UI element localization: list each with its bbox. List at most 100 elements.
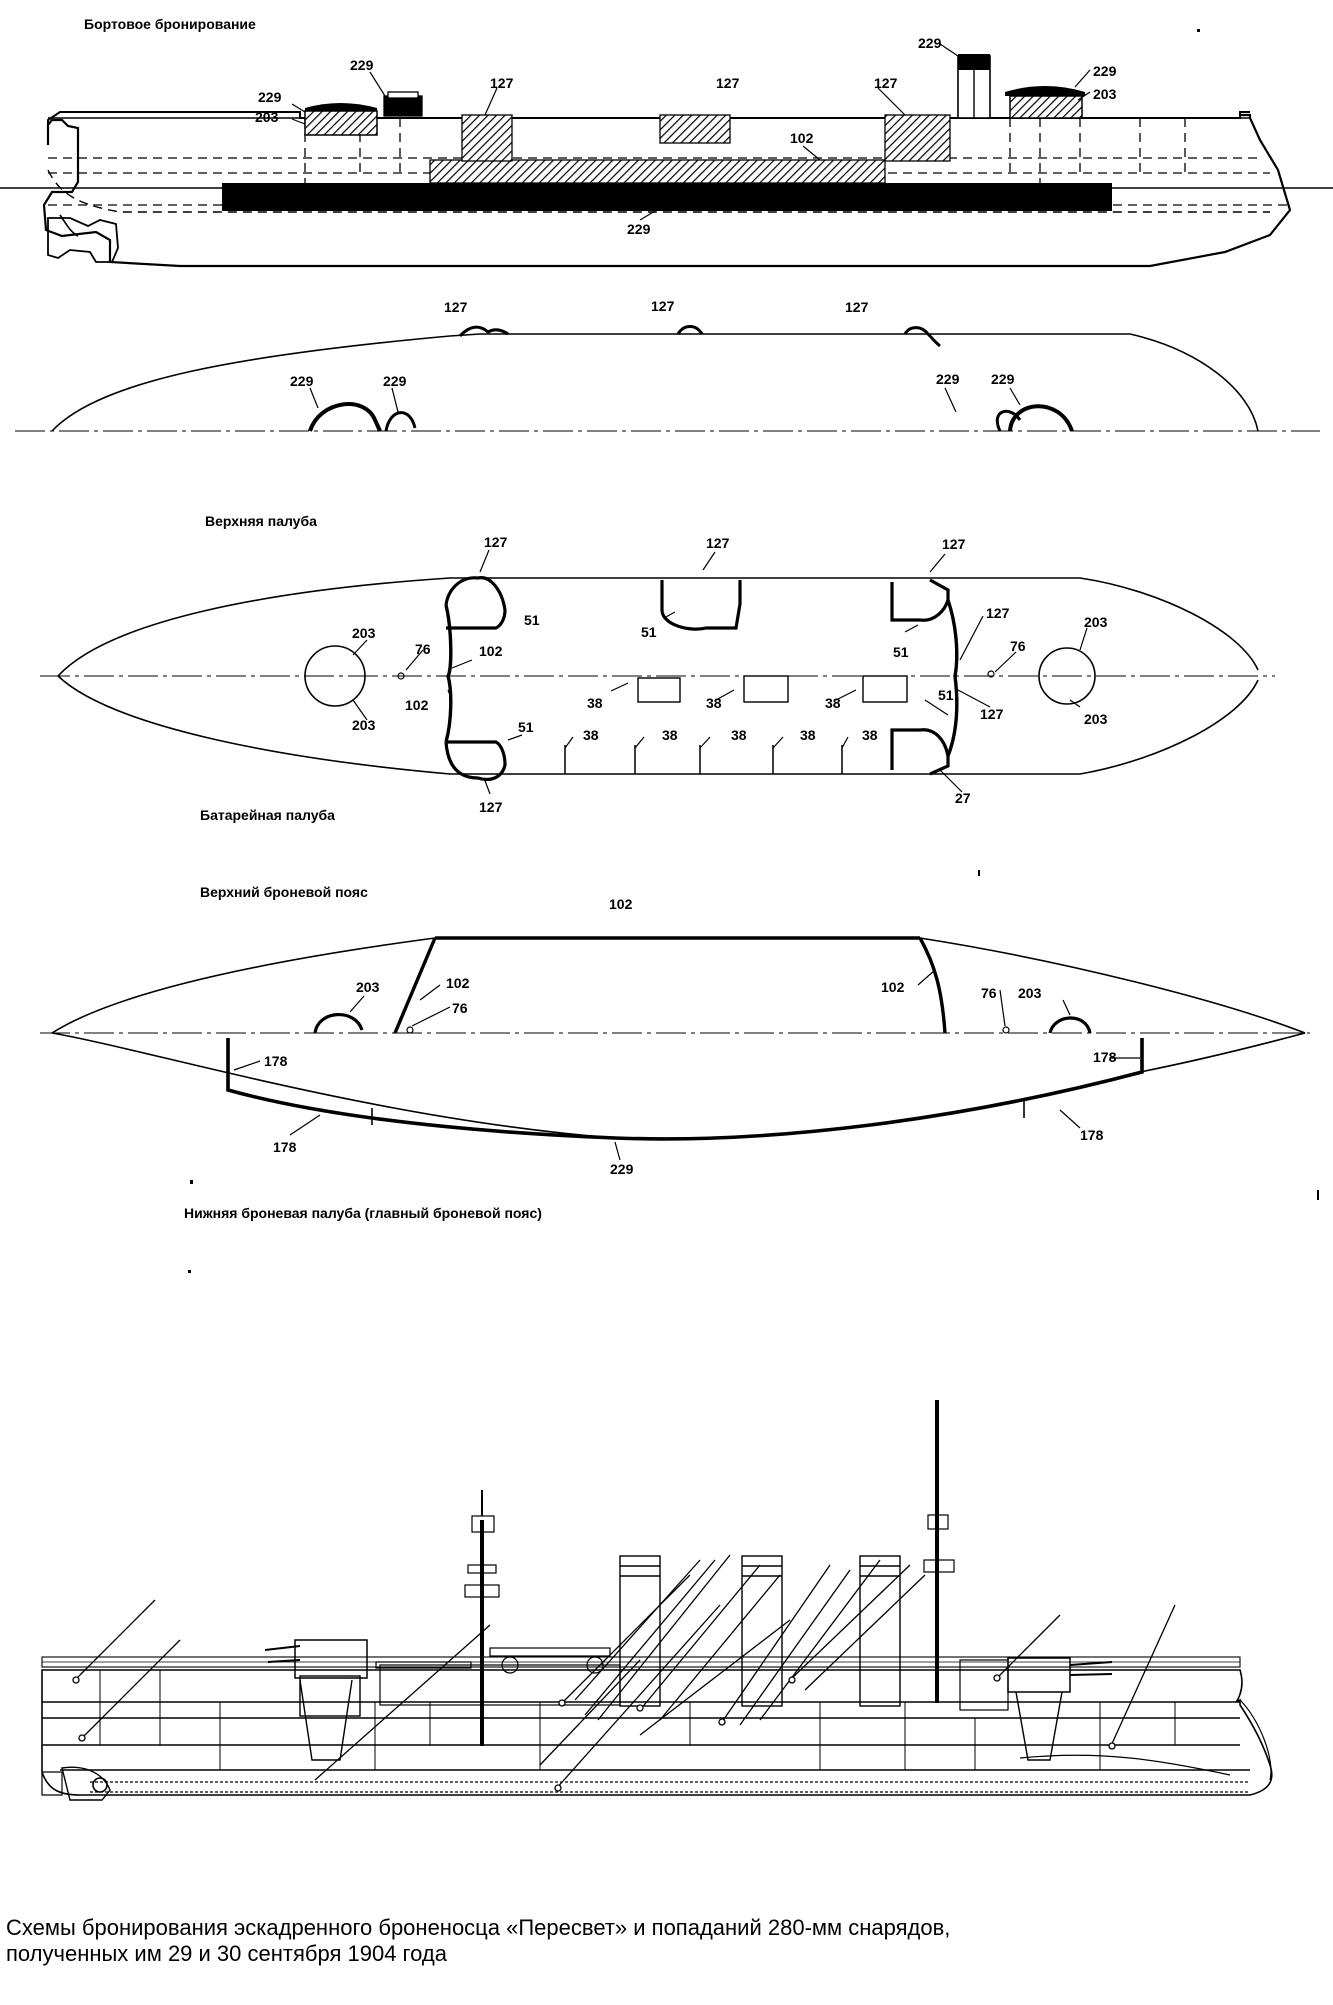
hit-trajectory [994, 1614, 1061, 1681]
label-127: 127 [479, 799, 503, 815]
label-38: 38 [587, 695, 603, 711]
upper-deck-plan [40, 576, 1275, 782]
label-203: 203 [1084, 711, 1108, 727]
hit-trajectory [1109, 1604, 1176, 1749]
label-38: 38 [862, 727, 878, 743]
hit-trajectory [659, 1574, 781, 1721]
label-76: 76 [1010, 638, 1026, 654]
label-178: 178 [1093, 1049, 1117, 1065]
label-51: 51 [893, 644, 909, 660]
shell-hit-points [72, 1674, 1116, 1792]
hit-trajectory [574, 1559, 701, 1701]
label-229: 229 [918, 35, 942, 51]
label-229: 229 [1093, 63, 1117, 79]
hit-trajectory [804, 1574, 926, 1691]
label-38: 38 [706, 695, 722, 711]
caption-line-2: полученных им 29 и 30 сентября 1904 года [6, 1941, 447, 1966]
label-203: 203 [352, 717, 376, 733]
hit-trajectory [597, 1554, 731, 1721]
casemate-127-aft [884, 114, 951, 162]
label-178: 178 [264, 1053, 288, 1069]
label-203: 203 [1018, 985, 1042, 1001]
section-title-side-armor: Бортовое бронирование [84, 16, 256, 32]
label-51: 51 [641, 624, 657, 640]
side-armor-blocks [222, 54, 1112, 211]
label-127: 127 [484, 534, 508, 550]
label-102: 102 [881, 979, 905, 995]
hit-trajectory [314, 1624, 491, 1781]
shell-hit-trajectories [74, 1554, 1176, 1791]
label-229: 229 [350, 57, 374, 73]
label-203: 203 [1093, 86, 1117, 102]
label-229: 229 [258, 89, 282, 105]
fore-conning-tower [383, 95, 423, 117]
hit-trajectory [74, 1599, 156, 1681]
ship-profile-hits [41, 1400, 1273, 1801]
upper-belt-102 [429, 159, 886, 184]
label-229: 229 [991, 371, 1015, 387]
label-178: 178 [1080, 1127, 1104, 1143]
hit-trajectory [639, 1619, 791, 1736]
label-127: 127 [980, 706, 1004, 722]
label-229: 229 [290, 373, 314, 389]
hit-trajectory [559, 1574, 691, 1706]
hit-trajectory [584, 1559, 716, 1716]
hit-trajectory [539, 1659, 641, 1766]
label-51: 51 [518, 719, 534, 735]
label-76: 76 [452, 1000, 468, 1016]
label-203: 203 [352, 625, 376, 641]
label-102: 102 [609, 896, 633, 912]
label-102: 102 [405, 697, 429, 713]
main-belt-229 [222, 183, 1112, 211]
label-38: 38 [825, 695, 841, 711]
stern-rudder [47, 217, 119, 263]
label-127: 127 [444, 299, 468, 315]
hit-trajectory [639, 1564, 761, 1711]
label-27: 27 [955, 790, 971, 806]
figure-caption: Схемы бронирования эскадренного броненос… [6, 1915, 1326, 1967]
casemate-127-fwd [461, 114, 513, 162]
label-38: 38 [800, 727, 816, 743]
label-229: 229 [627, 221, 651, 237]
label-38: 38 [662, 727, 678, 743]
label-127: 127 [706, 535, 730, 551]
aft-barbette-203 [1009, 95, 1083, 119]
label-229: 229 [383, 373, 407, 389]
label-229: 229 [936, 371, 960, 387]
section-title-upper-deck: Верхняя палуба [205, 513, 317, 529]
label-51: 51 [524, 612, 540, 628]
belt-labels: 102 203 102 76 102 76 203 178 178 178 17… [264, 896, 1117, 1177]
hit-trajectory [759, 1559, 881, 1721]
label-38: 38 [583, 727, 599, 743]
label-203: 203 [1084, 614, 1108, 630]
aft-turret-229 [1005, 86, 1085, 96]
label-229: 229 [610, 1161, 634, 1177]
label-38: 38 [731, 727, 747, 743]
hit-trajectory [789, 1564, 911, 1681]
label-102: 102 [446, 975, 470, 991]
armor-plan-turrets [15, 325, 1320, 432]
caption-line-1: Схемы бронирования эскадренного броненос… [6, 1915, 951, 1940]
hit-trajectory [79, 1639, 181, 1741]
section-title-upper-belt: Верхний броневой пояс [200, 884, 368, 900]
label-127: 127 [874, 75, 898, 91]
label-127: 127 [986, 605, 1010, 621]
label-102: 102 [790, 130, 814, 146]
section-title-battery-deck: Батарейная палуба [200, 807, 335, 823]
label-127: 127 [845, 299, 869, 315]
casemate-127-mid [659, 114, 731, 144]
label-127: 127 [942, 536, 966, 552]
plan-turret-labels: 127 127 127 229 229 229 229 [290, 298, 1015, 389]
label-76: 76 [981, 985, 997, 1001]
hit-trajectory [739, 1569, 851, 1726]
label-127: 127 [490, 75, 514, 91]
fore-turret-229 [305, 103, 377, 111]
label-178: 178 [273, 1139, 297, 1155]
hit-trajectory [554, 1604, 721, 1791]
label-76: 76 [415, 641, 431, 657]
fore-barbette-203 [304, 110, 378, 136]
label-203: 203 [255, 109, 279, 125]
hit-trajectory [719, 1564, 831, 1726]
